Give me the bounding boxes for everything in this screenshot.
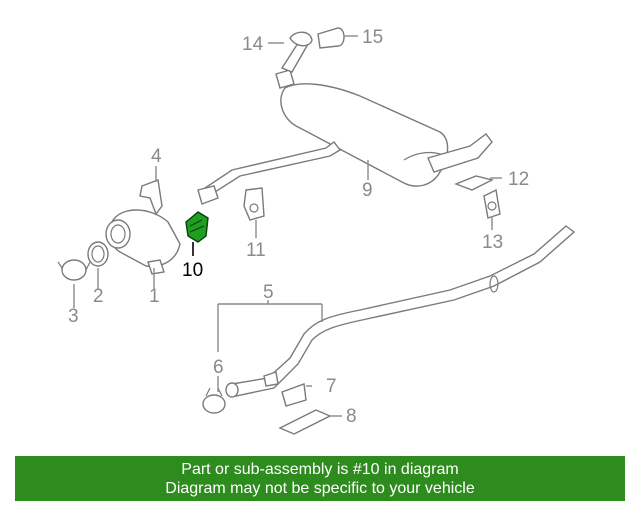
callout-9: 9	[362, 180, 373, 201]
callout-7: 7	[326, 376, 337, 397]
exhaust-diagram: 1 2 3 4 5 6 7 8 9 10 11 12 13 14 15	[57, 27, 576, 435]
callout-5: 5	[263, 282, 274, 303]
clamp	[57, 259, 91, 281]
banner-line-1: Part or sub-assembly is #10 in diagram	[181, 461, 459, 478]
callout-8: 8	[346, 406, 357, 427]
callout-11: 11	[246, 240, 266, 261]
front-pipe	[225, 225, 576, 398]
highlighted-part-10[interactable]	[185, 211, 209, 243]
clamp-6	[202, 387, 226, 414]
callout-4: 4	[151, 146, 162, 167]
callout-1: 1	[149, 286, 160, 307]
callout-15: 15	[362, 27, 383, 48]
bracket-7	[281, 383, 307, 407]
callout-labels: 1 2 3 4 5 6 7 8 9 10 11 12 13 14 15	[68, 27, 529, 427]
callout-3: 3	[68, 306, 79, 327]
bracket-4	[139, 179, 163, 216]
gasket	[87, 241, 109, 267]
hanger-11	[243, 187, 265, 221]
callout-2: 2	[93, 286, 104, 307]
heat-shield-8	[278, 409, 332, 435]
hanger-13	[483, 188, 501, 219]
callout-6: 6	[213, 357, 224, 378]
leader-lines	[73, 35, 502, 417]
banner-line-2: Diagram may not be specific to your vehi…	[165, 480, 475, 497]
callout-10: 10	[182, 260, 203, 281]
catalytic-converter	[105, 209, 181, 275]
bracket-12	[454, 175, 495, 191]
muffler-assembly	[197, 27, 493, 205]
callout-13: 13	[482, 232, 503, 253]
info-banner: Part or sub-assembly is #10 in diagram D…	[15, 456, 625, 501]
callout-14: 14	[242, 34, 264, 55]
callout-12: 12	[508, 169, 529, 190]
